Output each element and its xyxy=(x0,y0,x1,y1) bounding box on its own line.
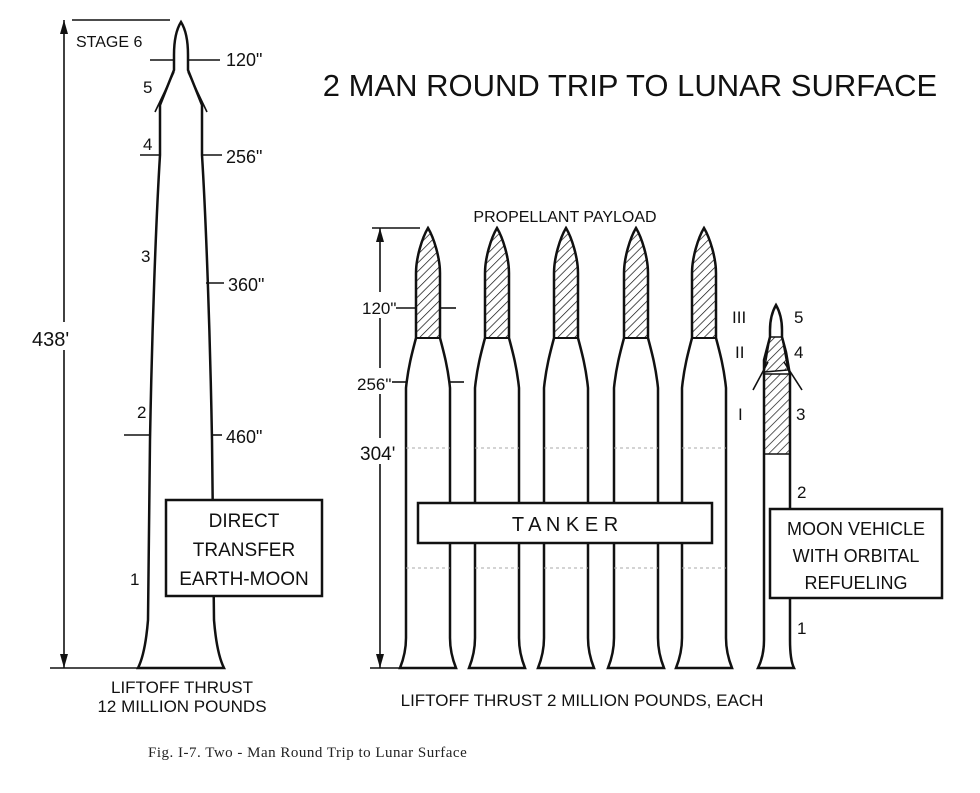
stage-label: 4 xyxy=(143,135,152,154)
direct-transfer-box xyxy=(164,498,324,598)
stage-label: 3 xyxy=(796,405,805,424)
thrust-label: LIFTOFF THRUST xyxy=(111,678,253,697)
stage-label: 2 xyxy=(797,483,806,502)
tanker-box xyxy=(416,501,714,545)
box-text: EARTH-MOON xyxy=(179,569,308,590)
stage-label: 4 xyxy=(794,343,803,362)
box-text: REFUELING xyxy=(804,573,907,593)
diameter-label: 360" xyxy=(228,275,264,295)
diameter-label: 256" xyxy=(357,375,391,394)
box-text: T A N K E R xyxy=(512,514,618,536)
diameter-label: 256" xyxy=(226,147,262,167)
moon-vehicle-box xyxy=(768,507,944,600)
roman-stage-label: II xyxy=(735,343,744,362)
box-text: WITH ORBITAL xyxy=(793,546,920,566)
tanker-rocket xyxy=(606,226,666,670)
roman-stage-label: III xyxy=(732,308,746,327)
height-label: 304' xyxy=(360,444,395,465)
tanker-rocket xyxy=(536,226,596,670)
stage-label: 5 xyxy=(794,308,803,327)
thrust-label: 12 MILLION POUNDS xyxy=(97,697,266,716)
stage-label: 5 xyxy=(143,78,152,97)
tanker-rocket xyxy=(467,226,527,670)
direct-transfer-rocket: STAGE 6 5 4 3 2 1 120" 256" 360" 460" 43… xyxy=(30,19,324,716)
height-label: 438' xyxy=(32,329,69,351)
box-text: DIRECT xyxy=(209,511,280,532)
stage-6-label: STAGE 6 xyxy=(76,34,142,51)
stage-label: 1 xyxy=(130,570,139,589)
diagram-title: 2 MAN ROUND TRIP TO LUNAR SURFACE xyxy=(323,68,937,103)
stage-label: 2 xyxy=(137,403,146,422)
tanker-rocket xyxy=(674,226,734,670)
diameter-label: 460" xyxy=(226,427,262,447)
diameter-label: 120" xyxy=(362,299,396,318)
thrust-label: LIFTOFF THRUST 2 MILLION POUNDS, EACH xyxy=(401,691,764,710)
moon-vehicle: III II I 5 4 3 2 1 MOON VEHICLE WITH ORB… xyxy=(732,302,944,670)
payload-label: PROPELLANT PAYLOAD xyxy=(473,209,656,226)
box-text: TRANSFER xyxy=(193,540,295,561)
box-text: MOON VEHICLE xyxy=(787,519,925,539)
tanker-rocket xyxy=(398,226,458,670)
roman-stage-label: I xyxy=(738,405,743,424)
diameter-label: 120" xyxy=(226,50,262,70)
stage-label: 1 xyxy=(797,619,806,638)
stage-label: 3 xyxy=(141,247,150,266)
figure-caption: Fig. I-7. Two - Man Round Trip to Lunar … xyxy=(148,745,467,761)
tanker-group: PROPELLANT PAYLOAD 120" 256" 304' T A N … xyxy=(355,209,763,710)
